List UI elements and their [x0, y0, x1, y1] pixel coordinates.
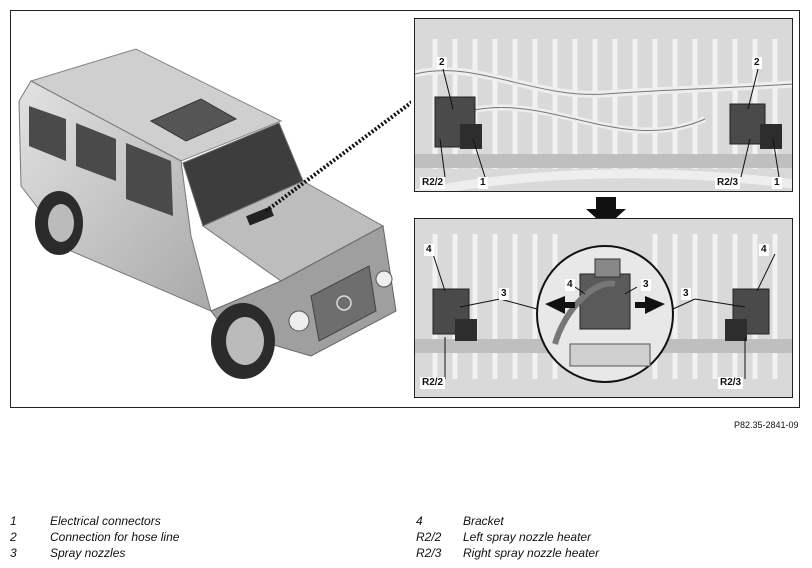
vehicle-wheel-rear-rim [48, 204, 74, 242]
detail-top-drawing [415, 39, 792, 191]
figure-frame: 2 R2/2 1 2 R2/3 1 [10, 10, 800, 408]
callout-3-left: 3 [499, 288, 509, 300]
callout-1-right: 1 [772, 177, 782, 189]
callout-r23-top: R2/3 [715, 177, 741, 189]
figure-reference: P82.35-2841-09 [734, 420, 799, 430]
callout-1-left: 1 [478, 177, 488, 189]
callout-r23-bottom: R2/3 [718, 377, 744, 389]
detail-bottom-drawing [415, 234, 792, 383]
callout-3-right: 3 [681, 288, 691, 300]
down-arrow-icon [586, 197, 626, 227]
detail-panel-top: 2 R2/2 1 2 R2/3 1 [414, 18, 793, 192]
vehicle-sunroof [149, 98, 238, 142]
callout-2-right: 2 [752, 57, 762, 69]
callout-4-mid: 4 [565, 279, 575, 291]
vehicle-window-1 [29, 106, 66, 161]
callout-r22-top: R2/2 [420, 177, 446, 189]
leader-line [264, 100, 411, 213]
vehicle-grille [310, 265, 377, 342]
callout-3-mid: 3 [641, 279, 651, 291]
vehicle-illustration [18, 48, 411, 379]
vehicle-window-2 [76, 123, 116, 181]
vehicle-window-3 [126, 143, 173, 216]
callout-2-left: 2 [437, 57, 447, 69]
detail-panel-bottom: 4 3 R2/2 4 3 3 4 R2/3 [414, 218, 793, 398]
callout-4-left: 4 [424, 244, 434, 256]
vehicle-headlamp-right [375, 270, 393, 288]
callout-r22-bottom: R2/2 [420, 377, 446, 389]
vehicle-wheel-front-rim [226, 317, 264, 365]
callout-4-right: 4 [759, 244, 769, 256]
vehicle-headlamp-left [288, 310, 310, 332]
vehicle-emblem [336, 295, 352, 311]
vehicle-side [18, 80, 212, 312]
